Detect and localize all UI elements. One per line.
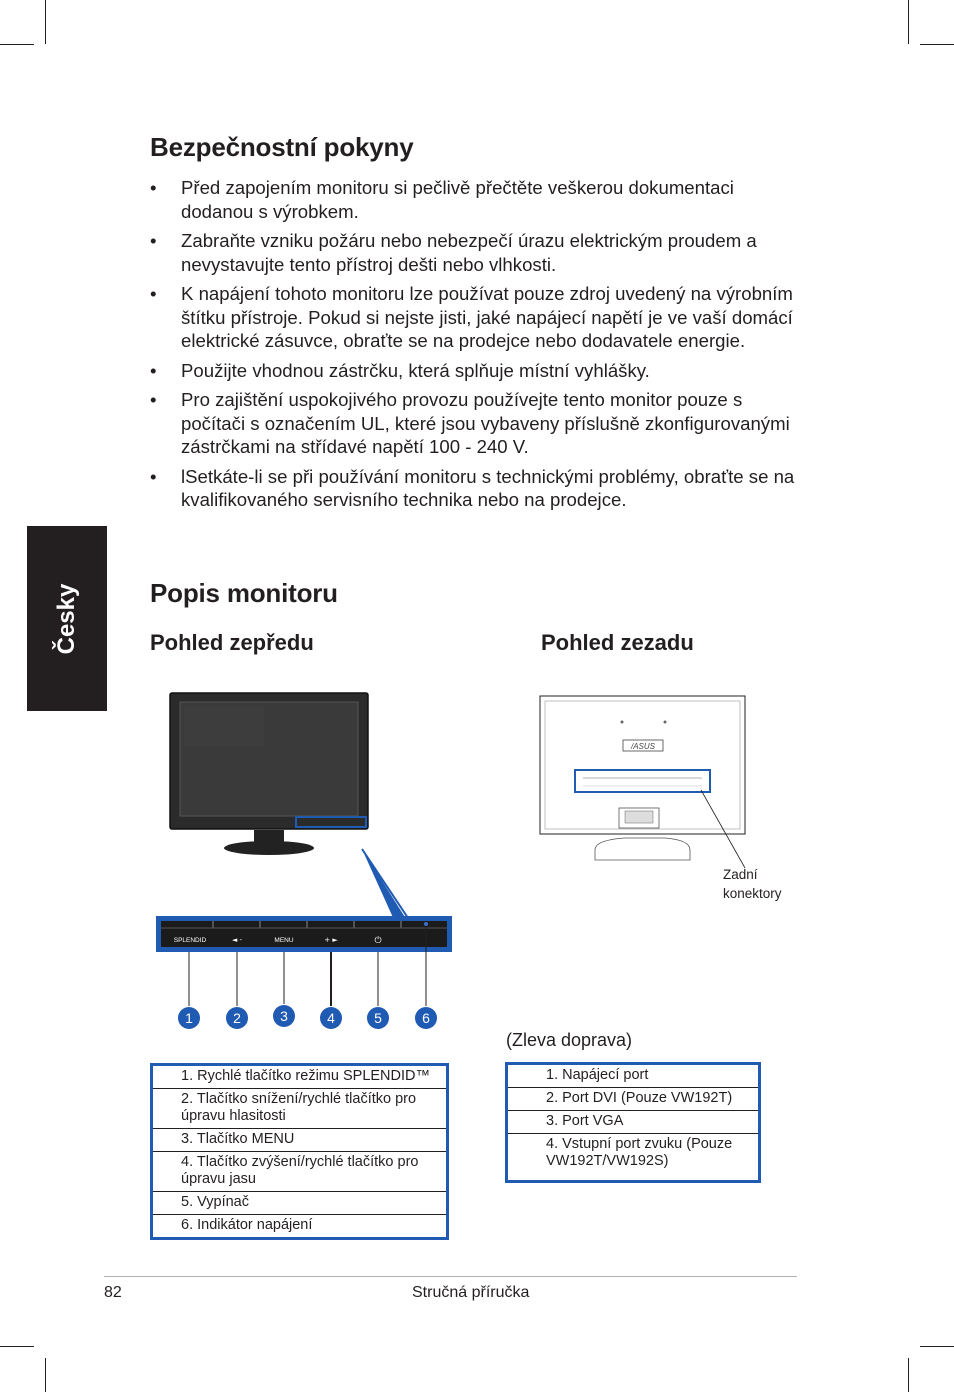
front-view-illustration: SPLENDID ◄ - MENU + ► ⏻: [156, 692, 452, 1006]
front-view-title: Pohled zepředu: [150, 630, 314, 655]
power-icon: ⏻: [374, 935, 381, 946]
rear-legend: 1. Napájecí port 2. Port DVI (Pouze VW19…: [505, 1062, 761, 1183]
callout-number: 1: [178, 1007, 200, 1029]
button-label-splendid: SPLENDID: [174, 937, 207, 944]
safety-list: Před zapojením monitoru si pečlivě přečt…: [150, 176, 810, 518]
crop-mark: [920, 1346, 954, 1347]
safety-item: Použijte vhodnou zástrčku, která splňuje…: [150, 359, 810, 383]
crop-mark: [908, 0, 909, 44]
crop-mark: [0, 1346, 34, 1347]
footer-divider: [104, 1276, 797, 1277]
rear-view-illustration: /ASUS: [539, 695, 746, 869]
legend-row: 2. Port DVI (Pouze VW192T): [508, 1087, 758, 1111]
language-tab-label: Česky: [53, 583, 80, 654]
rear-callout: Zadní konektory: [723, 867, 782, 901]
callout-number: 3: [273, 1005, 295, 1027]
safety-item: lSetkáte-li se při používání monitoru s …: [150, 465, 810, 512]
legend-row: 1. Rychlé tlačítko režimu SPLENDID™: [181, 1068, 430, 1084]
legend-row: 1. Napájecí port: [546, 1067, 649, 1083]
legend-row: 4. Tlačítko zvýšení/rychlé tlačítko pro …: [153, 1151, 446, 1192]
crop-mark: [45, 1358, 46, 1392]
safety-item: Zabraňte vzniku požáru nebo nebezpečí úr…: [150, 229, 810, 276]
safety-item: Před zapojením monitoru si pečlivě přečt…: [150, 176, 810, 223]
safety-item: K napájení tohoto monitoru lze používat …: [150, 282, 810, 353]
callout-number: 2: [226, 1007, 248, 1029]
rear-caption: (Zleva doprava): [506, 1030, 633, 1050]
crop-mark: [908, 1358, 909, 1392]
front-legend: 1. Rychlé tlačítko režimu SPLENDID™ 2. T…: [150, 1063, 449, 1240]
rear-view-title: Pohled zezadu: [541, 630, 694, 655]
legend-row: 3. Tlačítko MENU: [153, 1128, 446, 1152]
button-label-menu: MENU: [274, 937, 293, 944]
crop-mark: [0, 44, 34, 45]
legend-row: 6. Indikátor napájení: [153, 1214, 446, 1237]
callout-number: 4: [320, 1007, 342, 1029]
page-number: 82: [104, 1284, 122, 1301]
crop-mark: [45, 0, 46, 44]
legend-row: 3. Port VGA: [508, 1110, 758, 1134]
legend-row: 5. Vypínač: [153, 1191, 446, 1215]
button-label-plus: + ►: [324, 936, 338, 944]
footer-title: Stručná příručka: [412, 1284, 530, 1301]
monitor-title: Popis monitoru: [150, 578, 338, 608]
callout-number: 6: [415, 1007, 437, 1029]
legend-row: 2. Tlačítko snížení/rychlé tlačítko pro …: [153, 1088, 446, 1129]
callout-number: 5: [367, 1007, 389, 1029]
safety-item: Pro zajištění uspokojivého provozu použí…: [150, 388, 810, 459]
language-tab: Česky: [27, 526, 107, 711]
crop-mark: [920, 44, 954, 45]
safety-title: Bezpečnostní pokyny: [150, 132, 414, 162]
asus-logo: /ASUS: [630, 742, 656, 751]
legend-row: 4. Vstupní port zvuku (Pouze VW192T/VW19…: [508, 1133, 758, 1180]
button-label-minus: ◄ -: [232, 936, 243, 944]
